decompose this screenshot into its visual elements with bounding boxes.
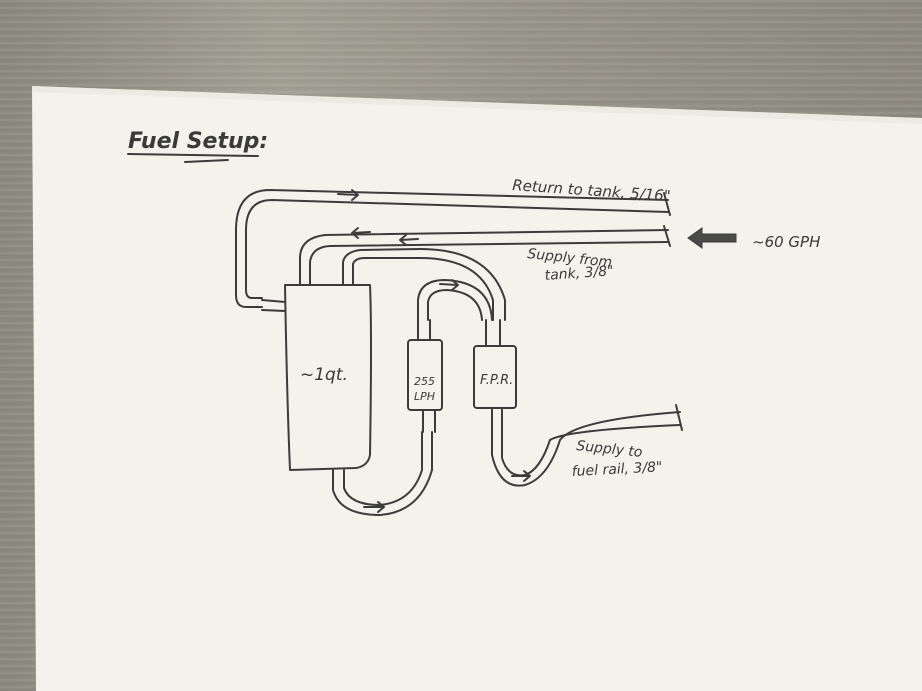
supply-arrow-1	[351, 227, 371, 239]
return-line-outer	[235, 189, 669, 308]
title: Fuel Setup:	[128, 129, 268, 154]
supply-to-rail-end	[675, 404, 683, 431]
reservoir-body	[284, 284, 372, 471]
return-line-end	[663, 192, 671, 216]
fuel-pump	[407, 339, 443, 411]
fpr-top-neck	[485, 319, 501, 347]
supply-from-tank-end	[663, 225, 671, 247]
fpr-return-inner	[419, 257, 494, 321]
paper-sheet	[32, 86, 922, 691]
reservoir-to-pump-outer	[332, 431, 433, 516]
reservoir-left-nub	[261, 299, 286, 312]
rail-arrow	[511, 470, 531, 482]
pump-to-fpr-arc-inner	[427, 289, 483, 321]
supply-to-rail-label-2: fuel rail, 3/8"	[571, 459, 662, 480]
title-underline	[127, 153, 259, 157]
supply-from-tank-outer	[299, 229, 669, 285]
fpr-body	[473, 345, 517, 409]
fpr-bottom-neck	[491, 407, 503, 441]
supply-arrow-2	[399, 234, 419, 246]
reservoir-label: ~1qt.	[300, 365, 348, 385]
return-line-inner	[245, 199, 669, 299]
reservoir-to-pump-inner	[343, 431, 423, 506]
fpr-label: F.P.R.	[480, 373, 513, 388]
fpr-return-outer	[419, 248, 506, 321]
flow-rate-label: ~60 GPH	[752, 233, 820, 251]
loop-arrow	[363, 501, 385, 513]
supply-to-rail-outer	[491, 411, 681, 487]
pump-bottom-neck	[422, 409, 436, 433]
pump-top-neck	[417, 319, 431, 341]
title-underline-2	[184, 159, 229, 163]
paper-shadow	[32, 86, 922, 124]
reservoir-feed-inner	[352, 257, 421, 285]
reservoir-feed-outer	[342, 248, 421, 285]
pump-to-fpr-arc-outer	[417, 279, 493, 321]
pump-label-2: LPH	[414, 390, 435, 403]
pump-label-1: 255	[414, 375, 435, 388]
supply-to-rail-inner	[501, 424, 681, 477]
inflow-arrow-icon	[687, 227, 737, 249]
return-arrow	[337, 189, 359, 201]
supply-to-rail-label-1: Supply to	[576, 438, 644, 461]
supply-from-tank-inner	[309, 241, 669, 285]
arc-arrow	[439, 279, 459, 291]
supply-from-tank-label-2: tank, 3/8"	[544, 263, 614, 284]
